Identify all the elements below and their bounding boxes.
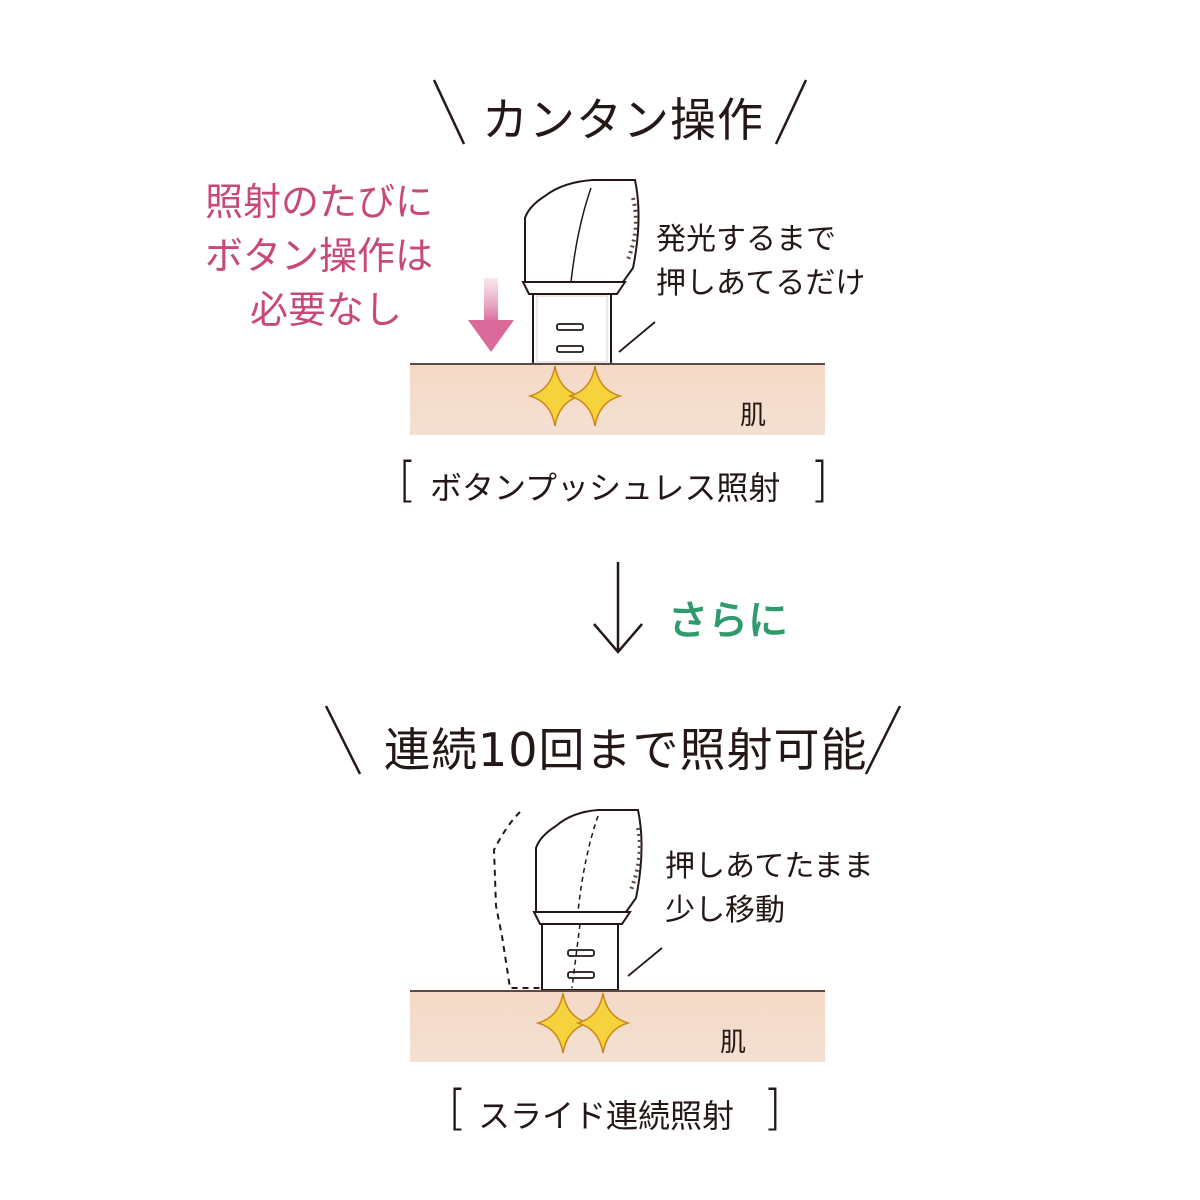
skin-label-1: 肌	[740, 401, 767, 431]
side-text-line-1: 照射のたびに	[205, 180, 434, 224]
caption-1-right-bracket: ]	[810, 452, 829, 508]
side-text-1: 照射のたびに ボタン操作は 必要なし	[205, 175, 433, 337]
device-illustration-2	[492, 809, 663, 991]
sparkle-icon-1	[527, 365, 623, 427]
heading-1-right-slash	[774, 79, 808, 145]
note-2-line-2: 少し移動	[665, 893, 785, 928]
note-1-line-2: 押しあてるだけ	[656, 266, 866, 301]
side-text-line-3: 必要なし	[250, 288, 403, 332]
caption-2-left-bracket: [	[448, 1080, 467, 1136]
skin-layer-1	[410, 363, 825, 435]
heading-2-left-slash	[324, 705, 362, 775]
note-1-line-1: 発光するまで	[656, 222, 836, 257]
skin-label-2: 肌	[720, 1028, 747, 1058]
heading-1: カンタン操作	[482, 93, 764, 147]
device-illustration-1	[521, 179, 656, 365]
note-2-line-1: 押しあてたまま	[665, 849, 874, 884]
sparkle-icon-2	[535, 992, 631, 1054]
heading-2-right-slash	[864, 705, 902, 775]
caption-1: ボタンプッシュレス照射	[430, 469, 781, 507]
transition-label: さらに	[668, 598, 788, 644]
heading-2: 連続10回まで照射可能	[384, 723, 868, 777]
note-1: 発光するまで 押しあてるだけ	[656, 218, 865, 306]
caption-2-right-bracket: ]	[763, 1080, 782, 1136]
note-2: 押しあてたまま 少し移動	[665, 845, 874, 933]
press-down-arrow-icon	[468, 278, 514, 352]
caption-2: スライド連続照射	[478, 1097, 735, 1135]
down-arrow-icon	[593, 562, 643, 654]
caption-1-left-bracket: [	[398, 452, 417, 508]
side-text-line-2: ボタン操作は	[205, 234, 434, 278]
heading-1-left-slash	[432, 79, 466, 145]
